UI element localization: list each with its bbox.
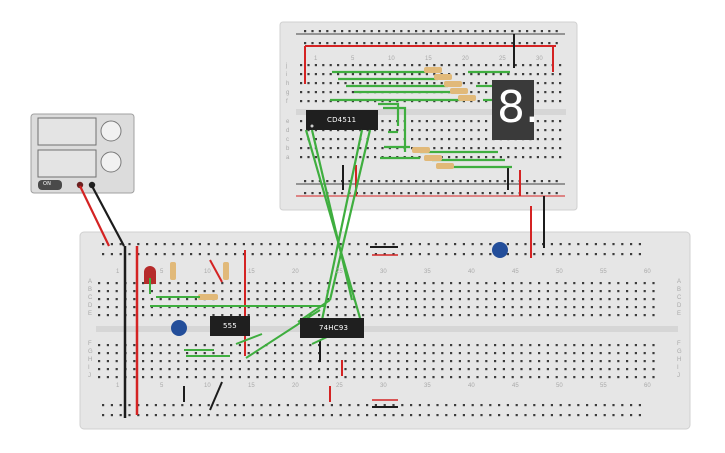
terminal-black[interactable]	[88, 181, 96, 189]
terminal-red[interactable]	[76, 181, 84, 189]
top-breadboard-channel	[296, 109, 566, 115]
green-wires-cross	[304, 129, 372, 321]
green-wires-top	[330, 70, 512, 169]
chip-74hc93	[300, 318, 364, 338]
supply-lead-red	[79, 185, 110, 247]
resistors-top	[412, 67, 476, 169]
chip-cd4511	[306, 110, 378, 130]
power-button[interactable]	[38, 180, 62, 190]
power-supply[interactable]	[30, 113, 135, 194]
main-board-parts	[144, 242, 508, 336]
supply-lead-black	[91, 185, 125, 247]
main-breadboard-channel	[96, 326, 678, 332]
chip-555	[210, 316, 250, 336]
seven-segment-display	[492, 80, 534, 140]
